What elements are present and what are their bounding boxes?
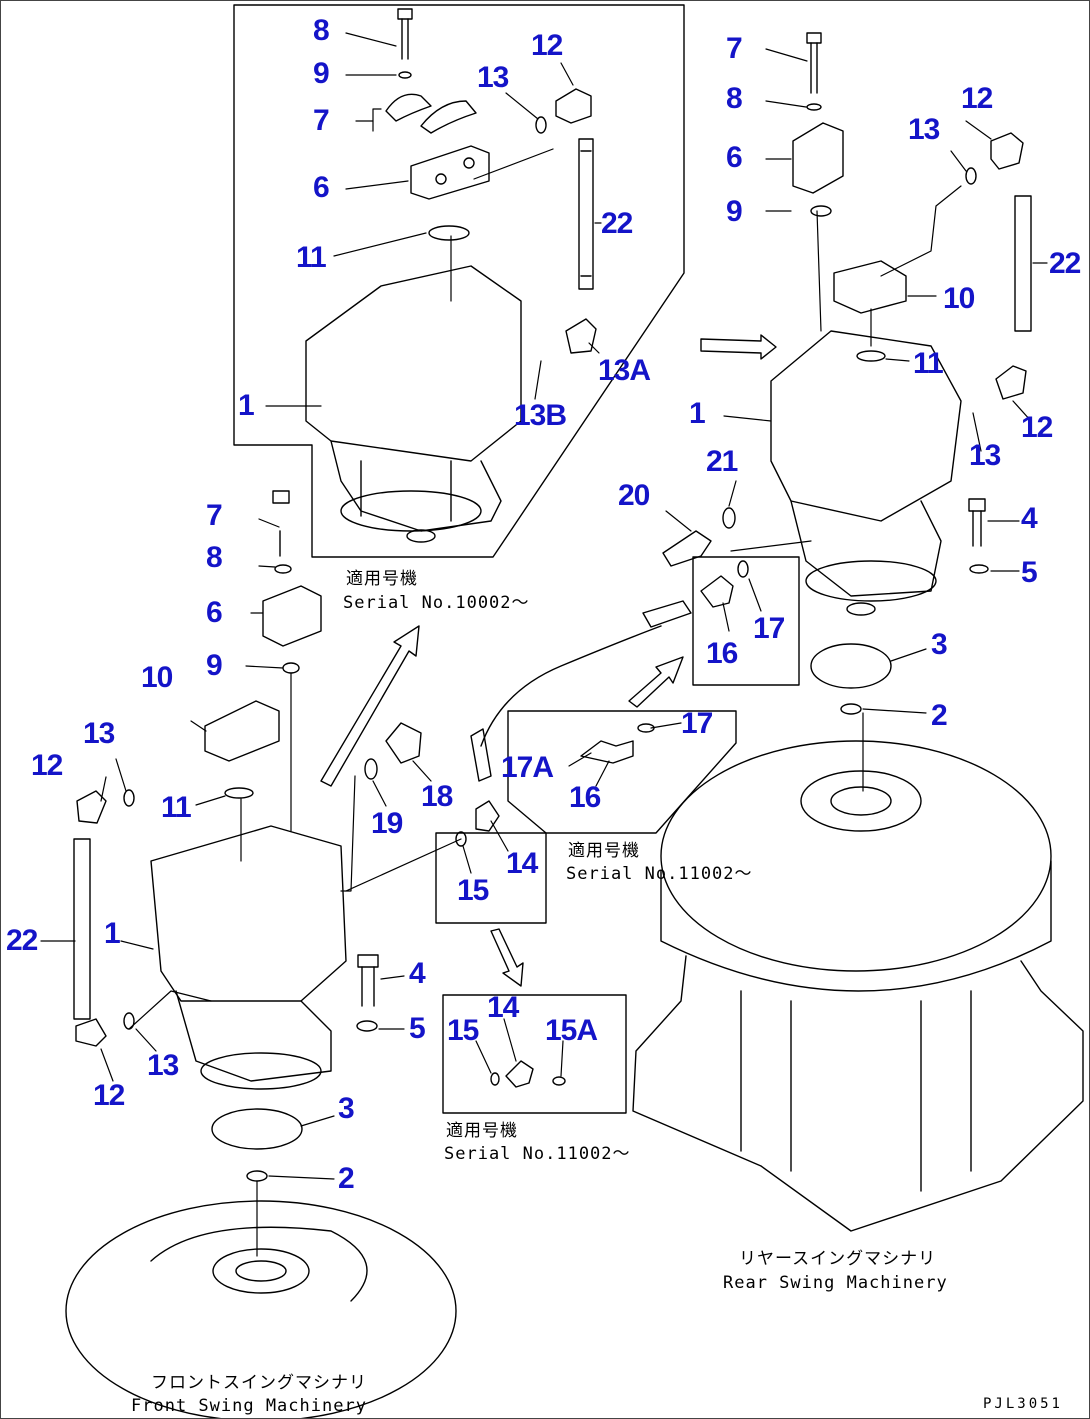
drawing-number: PJL3051 — [982, 1396, 1063, 1412]
label-part-16: 16 — [569, 781, 601, 814]
frame-upper-serial-10002 — [233, 4, 685, 558]
label-part-13: 13 — [83, 717, 115, 750]
label-part-14: 14 — [506, 847, 538, 880]
label-part-10: 10 — [943, 282, 975, 315]
label-part-15: 15 — [457, 874, 489, 907]
label-part-17: 17 — [681, 707, 713, 740]
label-part-3: 3 — [931, 628, 948, 661]
label-part-13: 13 — [969, 439, 1001, 472]
label-part-9: 9 — [726, 195, 743, 228]
frame-right-valve — [692, 556, 800, 686]
label-part-4: 4 — [409, 957, 426, 990]
label-part-6: 6 — [726, 141, 743, 174]
swing-motor-right — [662, 32, 1032, 715]
direction-arrows — [320, 600, 692, 987]
swing-motor-left — [73, 490, 655, 1182]
label-part-13a: 13A — [598, 354, 651, 387]
caption-applicable-bot-serial: Serial No.11002～ — [444, 1144, 631, 1164]
label-part-1: 1 — [689, 397, 706, 430]
label-part-5: 5 — [409, 1012, 426, 1045]
label-part-4: 4 — [1021, 502, 1038, 535]
front-swing-machinery — [65, 1200, 457, 1418]
label-part-6: 6 — [206, 596, 223, 629]
label-part-10: 10 — [141, 661, 173, 694]
label-part-15: 15 — [447, 1014, 479, 1047]
caption-applicable-top-serial: Serial No.10002～ — [343, 593, 530, 613]
label-part-6: 6 — [313, 171, 330, 204]
label-part-5: 5 — [1021, 556, 1038, 589]
label-part-13: 13 — [908, 113, 940, 146]
caption-applicable-top-jp: 適用号機 — [346, 569, 418, 589]
frame-middle-left — [435, 832, 547, 924]
label-part-2: 2 — [338, 1162, 355, 1195]
label-part-21: 21 — [706, 445, 738, 478]
label-part-11: 11 — [296, 241, 327, 274]
caption-rear-en: Rear Swing Machinery — [723, 1273, 948, 1293]
label-part-9: 9 — [313, 57, 330, 90]
label-part-12: 12 — [961, 82, 993, 115]
frame-bottom-serial-11002 — [442, 994, 627, 1114]
label-part-13b: 13B — [514, 399, 567, 432]
label-part-12: 12 — [531, 29, 563, 62]
label-part-17a: 17A — [501, 751, 554, 784]
label-part-8: 8 — [206, 541, 223, 574]
leader-lines — [40, 32, 1048, 1257]
label-part-16: 16 — [706, 637, 738, 670]
label-part-12: 12 — [31, 749, 63, 782]
caption-rear-jp: リヤースイングマシナリ — [739, 1249, 937, 1269]
caption-front-jp: フロントスイングマシナリ — [151, 1373, 367, 1393]
caption-applicable-mid-serial: Serial No.11002～ — [566, 864, 753, 884]
label-part-11: 11 — [161, 791, 192, 824]
frame-middle-serial-11002 — [507, 710, 737, 834]
label-part-7: 7 — [313, 104, 330, 137]
label-part-13: 13 — [477, 61, 509, 94]
label-part-18: 18 — [421, 780, 453, 813]
label-part-19: 19 — [371, 807, 403, 840]
caption-applicable-bot-jp: 適用号機 — [446, 1121, 518, 1141]
label-part-22: 22 — [1049, 247, 1081, 280]
label-part-22: 22 — [6, 924, 38, 957]
label-part-22: 22 — [601, 207, 633, 240]
label-part-11: 11 — [913, 347, 944, 380]
rear-swing-machinery — [632, 740, 1084, 1232]
swing-motor-upper — [305, 8, 597, 543]
label-part-9: 9 — [206, 649, 223, 682]
label-part-2: 2 — [931, 699, 948, 732]
label-part-12: 12 — [93, 1079, 125, 1112]
label-part-1: 1 — [238, 389, 255, 422]
label-part-1: 1 — [104, 917, 121, 950]
caption-applicable-mid-jp: 適用号機 — [568, 841, 640, 861]
label-part-12: 12 — [1021, 411, 1053, 444]
label-part-7: 7 — [726, 32, 743, 65]
label-part-14: 14 — [487, 991, 519, 1024]
label-part-7: 7 — [206, 499, 223, 532]
label-part-3: 3 — [338, 1092, 355, 1125]
label-part-15a: 15A — [545, 1014, 598, 1047]
label-part-13: 13 — [147, 1049, 179, 1082]
label-part-20: 20 — [618, 479, 650, 512]
label-part-8: 8 — [313, 14, 330, 47]
label-part-17: 17 — [753, 612, 785, 645]
label-part-8: 8 — [726, 82, 743, 115]
caption-front-en: Front Swing Machinery — [131, 1396, 367, 1416]
